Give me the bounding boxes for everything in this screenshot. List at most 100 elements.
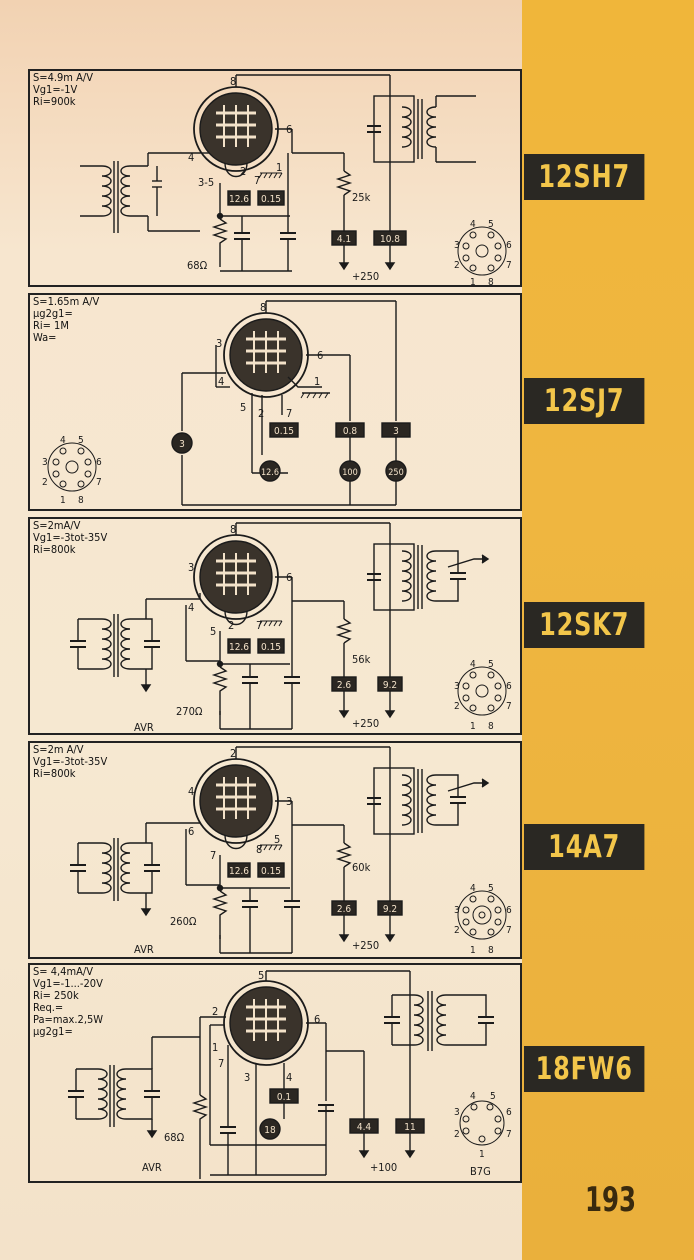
battery-label: 250 — [388, 468, 403, 478]
tube-socket — [457, 890, 507, 940]
supply-label: +100 — [370, 1161, 397, 1174]
pin-label: 4 — [188, 785, 194, 798]
socket-pin-label: 4 — [470, 1091, 476, 1102]
pin-label: 8 — [256, 843, 262, 856]
heater-voltage-label: 12.6 — [229, 194, 249, 205]
supply-label: +250 — [352, 939, 379, 952]
spec-line: Ri=800k — [33, 767, 76, 780]
supply-label: +250 — [352, 717, 379, 730]
socket-pin-label: 7 — [506, 260, 512, 271]
spec-line: Pa=max.2,5W — [33, 1013, 104, 1026]
screen-voltage-label: 4.1 — [337, 234, 351, 245]
battery-label: 100 — [342, 468, 357, 478]
socket-pin-label: 6 — [506, 905, 512, 916]
socket-pin-label: 8 — [488, 945, 494, 956]
tab-12sh7: 12SH7 — [524, 154, 645, 200]
pin-label: 4 — [218, 375, 224, 388]
circuit-diagram: 0.1 18 4.4 11 4 5 3 6 — [68, 969, 512, 1179]
resistor-label: 260Ω — [170, 915, 197, 928]
avr-label: AVR — [134, 721, 154, 734]
socket-pin-label: 1 — [479, 1149, 485, 1160]
socket-pin-label: 7 — [96, 477, 102, 488]
pin-label: 4 — [188, 151, 194, 164]
output-transformer — [367, 95, 476, 163]
socket-pin-label: 1 — [470, 945, 476, 956]
socket-pin-label: 1 — [60, 495, 66, 506]
socket-pin-label: 8 — [488, 721, 494, 732]
tube-socket — [47, 442, 97, 492]
screen-voltage-label: 4.4 — [357, 1122, 372, 1133]
pin-label: 7 — [256, 619, 262, 632]
pin-label: 5 — [258, 969, 264, 982]
spec-line: S=2mA/V — [33, 519, 81, 532]
schematic-12sh7: S=4.9m A/V Vg1=-1V Ri=900k — [28, 69, 522, 287]
spec-list: S=1.65m A/V μg2g1= Ri= 1M Wa= — [33, 296, 99, 344]
plate-voltage-label: 11 — [404, 1122, 415, 1133]
socket-pin-label: 5 — [78, 435, 84, 446]
spec-list: S=2m A/V Vg1=-3tot-35V Ri=800k — [33, 744, 107, 780]
spec-line: Vg1=-1...-20V — [33, 977, 103, 990]
pin-label: 1 — [314, 375, 320, 388]
schematic-14a7: S=2m A/V Vg1=-3tot-35V Ri=800k — [28, 741, 522, 959]
socket-pin-label: 5 — [488, 883, 494, 894]
pin-label: 8 — [260, 301, 266, 314]
schematic-12sk7: S=2mA/V Vg1=-3tot-35V Ri=800k — [28, 517, 522, 735]
socket-pin-label: 6 — [506, 681, 512, 692]
screen-voltage-label: 2.6 — [337, 680, 352, 691]
spec-line: S= 4,4mA/V — [33, 965, 93, 978]
socket-pin-label: 3 — [42, 457, 48, 468]
spec-list: S= 4,4mA/V Vg1=-1...-20V Ri= 250k Req.= … — [33, 966, 103, 1038]
socket-pin-label: 2 — [454, 1129, 460, 1140]
circuit-diagram: 12.6 0.15 2.6 9.2 — [70, 746, 512, 956]
spec-line: S=1.65m A/V — [33, 295, 100, 308]
socket-pin-label: 4 — [470, 883, 476, 894]
heater-voltage-label: 12.6 — [229, 642, 249, 653]
pin-label: 8 — [230, 75, 236, 88]
input-transformer — [70, 822, 200, 917]
input-transformer — [70, 598, 200, 693]
socket-pin-label: 7 — [506, 925, 512, 936]
pin-label: 2 — [228, 619, 234, 632]
pin-label: 6 — [286, 571, 292, 584]
spec-line: Vg1=-1V — [33, 83, 78, 96]
socket-pin-label: 1 — [470, 721, 476, 732]
socket-pin-label: 7 — [506, 1129, 512, 1140]
socket-pin-label: 2 — [42, 477, 48, 488]
resistor-label: 68Ω — [187, 259, 208, 272]
input-transformer — [68, 1016, 226, 1139]
spec-list: S=4.9m A/V Vg1=-1V Ri=900k — [33, 72, 93, 108]
tab-12sj7: 12SJ7 — [524, 378, 645, 424]
pin-label: 3 — [244, 1071, 250, 1084]
avr-label: AVR — [134, 943, 154, 956]
pin-label: 8 — [230, 523, 236, 536]
socket-pin-label: 3 — [454, 681, 460, 692]
socket-pin-label: 8 — [488, 277, 494, 287]
pin-label: 6 — [286, 123, 292, 136]
heater-voltage-label: 12.6 — [261, 468, 279, 478]
circuit-diagram: 12.6 0.15 4.1 10.8 — [80, 74, 512, 287]
socket-pin-label: 3 — [454, 905, 460, 916]
plate-voltage-label: 9.2 — [383, 904, 397, 915]
tab-14a7: 14A7 — [524, 824, 645, 870]
resistor-label: 25k — [352, 191, 371, 204]
socket-pin-label: 2 — [454, 260, 460, 271]
heater-current-label: 0.15 — [261, 642, 281, 653]
circuit-diagram: 3 0.15 12.6 0.8 3 100 250 4 5 3 6 — [42, 300, 411, 506]
heater-current-label: 0.15 — [274, 426, 294, 437]
socket-pin-label: 8 — [78, 495, 84, 506]
base-type-label: B7G — [470, 1165, 491, 1178]
pin-label: 7 — [286, 407, 292, 420]
pin-label: 7 — [218, 1057, 224, 1070]
heater-current-label: 0.1 — [277, 1092, 291, 1103]
tube-socket — [459, 1100, 505, 1146]
spec-line: Req.= — [33, 1001, 64, 1014]
spec-line: μg2g1= — [33, 1025, 73, 1038]
spec-line: Wa= — [33, 331, 57, 344]
pin-label: 2 — [230, 747, 236, 760]
pin-label: 5 — [240, 401, 246, 414]
screen-voltage-label: 2.6 — [337, 904, 352, 915]
heater-current-label: 0.15 — [261, 194, 281, 205]
tab-12sk7: 12SK7 — [524, 602, 645, 648]
heater-voltage-label: 18 — [264, 1125, 276, 1136]
bias-label: 3 — [179, 439, 185, 450]
